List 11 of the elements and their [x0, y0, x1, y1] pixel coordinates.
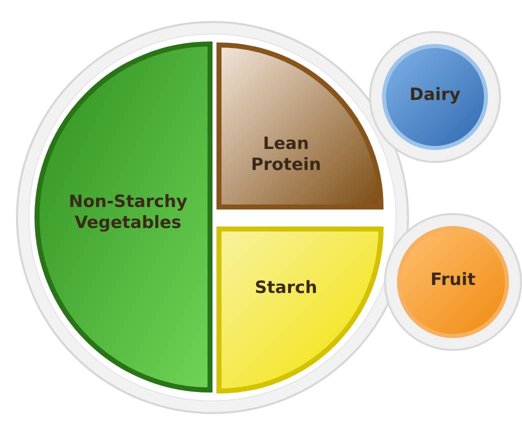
side-plate [368, 30, 502, 164]
plate [15, 20, 410, 415]
side-plate [383, 212, 522, 352]
plate-section [216, 226, 384, 394]
food-group-label: Lean Protein [250, 134, 322, 176]
plate-section [35, 42, 210, 392]
food-group-label: Starch [254, 278, 318, 300]
food-group-label: Fruit [430, 270, 476, 292]
food-group-label: Non-Starchy Vegetables [68, 192, 188, 234]
food-group-label: Dairy [408, 85, 462, 106]
plate-section [216, 42, 384, 210]
